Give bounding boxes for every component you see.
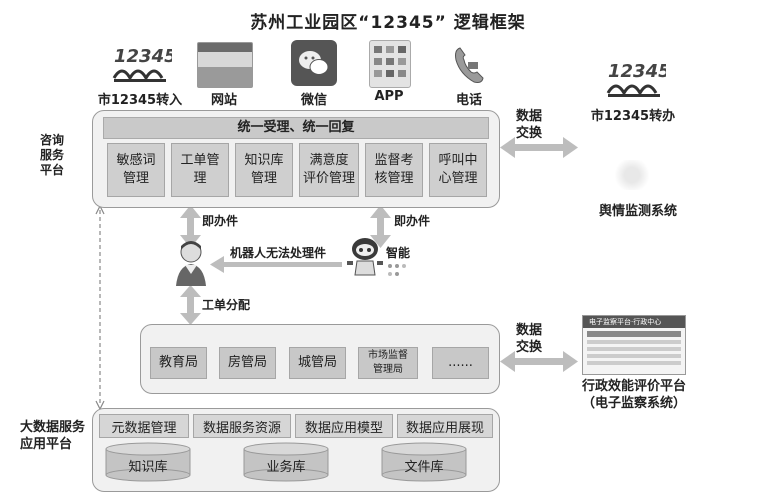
immediate-label-right: 即办件 [394,214,431,228]
website-screenshot-icon [197,42,253,88]
module-work-order[interactable]: 工单管理 [171,143,229,197]
diagram-title: 苏州工业园区“12345” 逻辑框架 [250,13,526,33]
evaluation-platform-label: 行政效能评价平台 （电子监察系统） [581,379,686,411]
dept-housing[interactable]: 房管局 [219,347,276,379]
svc-data-models[interactable]: 数据应用模型 [295,414,393,438]
store-business[interactable]: 业务库 [243,442,329,482]
channel-label-app: APP [374,89,404,104]
unified-accept-band: 统一受理、统一回复 [103,117,489,139]
dept-more[interactable]: ...... [432,347,489,379]
channel-label-wechat: 微信 [300,93,327,108]
robot-fail-label: 机器人无法处理件 [230,246,327,260]
module-supervision[interactable]: 监督考核管理 [365,143,423,197]
module-knowledge-base[interactable]: 知识库管理 [235,143,293,197]
store-knowledge[interactable]: 知识库 [105,442,191,482]
channel-label-12345: 市12345转入 [97,93,183,108]
consult-platform-label: 咨询 服务 平台 [40,133,65,177]
dept-urban[interactable]: 城管局 [289,347,346,379]
dept-education[interactable]: 教育局 [150,347,207,379]
robot-to-agent-arrow [210,256,342,273]
wechat-icon [291,40,337,86]
svc-metadata[interactable]: 元数据管理 [99,414,189,438]
smart-label: 智能 [386,246,411,260]
screenshot-title-bar: 电子监察平台·行政中心 [583,316,685,328]
dispatch-arrow [180,285,201,325]
bigdata-platform-label: 大数据服务 应用平台 [20,420,86,452]
module-satisfaction[interactable]: 满意度评价管理 [299,143,359,197]
channel-label-website: 网站 [210,93,237,108]
exchange-arrow-top [500,137,578,158]
module-call-center[interactable]: 呼叫中心管理 [429,143,487,197]
svg-text:12345: 12345 [608,61,666,82]
evaluation-platform-screenshot: 电子监察平台·行政中心 [582,315,686,375]
channel-label-phone: 电话 [455,93,482,108]
immediate-label-left: 即办件 [202,214,239,228]
exchange-label-top: 数据 交换 [516,109,543,141]
smart-dots [386,262,408,284]
logo-number: 12345 [114,46,172,67]
exchange-arrow-bottom [500,351,578,372]
immediate-arrow-right [370,205,391,248]
store-business-label: 业务库 [266,460,306,475]
service-agent-icon [170,238,212,288]
city-12345-logo: 12345 [602,55,666,103]
dept-market-supervision[interactable]: 市场监督管理局 [358,347,418,379]
svc-data-display[interactable]: 数据应用展现 [397,414,493,438]
robot-icon [345,235,385,277]
channel-12345[interactable]: 12345 [108,40,172,90]
telephone-icon [450,44,486,86]
12345-logo-icon: 12345 [112,46,172,82]
store-files-label: 文件库 [404,460,444,475]
dispatch-label: 工单分配 [202,298,251,312]
store-files[interactable]: 文件库 [381,442,467,482]
12345-logo-icon: 12345 [606,61,666,97]
city-transfer-label: 市12345转办 [590,109,676,124]
module-sensitive-words[interactable]: 敏感词管理 [107,143,165,197]
exchange-label-bottom: 数据 交换 [516,323,543,355]
store-knowledge-label: 知识库 [128,460,168,475]
sentiment-monitor-label: 舆情监测系统 [598,204,677,219]
sentiment-monitor-icon [612,160,652,190]
svc-data-resources[interactable]: 数据服务资源 [193,414,291,438]
app-phone-icon [369,40,411,88]
